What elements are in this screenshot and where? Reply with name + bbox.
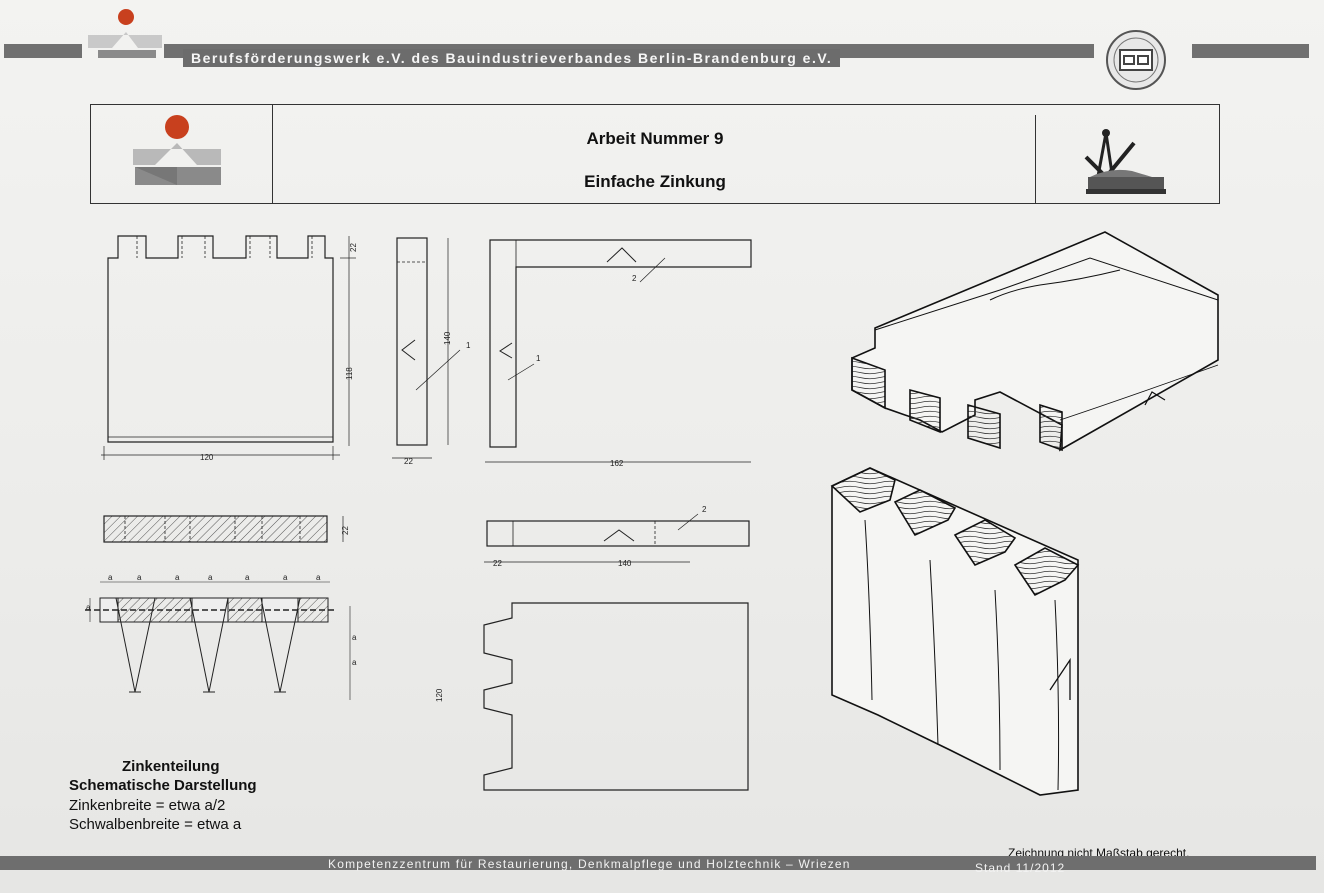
dim-front-width: 120 <box>200 453 214 462</box>
strip-view <box>484 513 750 563</box>
footer-stand: Stand 11/2012 <box>975 861 1066 875</box>
label-part-2a: 2 <box>632 274 637 283</box>
dim-side-height: 140 <box>443 331 452 345</box>
title-logo-cell <box>91 105 273 203</box>
footer-bar <box>0 856 1316 870</box>
dim-a-3: a <box>283 573 288 582</box>
dim-strip-length: 140 <box>618 559 632 568</box>
isometric-joint-top <box>851 231 1219 452</box>
isometric-joint-bottom <box>830 467 1080 796</box>
title-emblem-cell <box>1035 115 1219 203</box>
caption-line-1: Zinkenbreite = etwa a/2 <box>69 797 226 814</box>
company-logo-icon <box>133 115 221 185</box>
dim-a-1: a <box>137 573 142 582</box>
dim-side-thickness: 22 <box>404 457 413 466</box>
label-part-2b: 2 <box>702 505 707 514</box>
dim-a-half-2: a <box>175 573 180 582</box>
caption-title-1: Zinkenteilung <box>122 758 220 775</box>
organization-name: Berufsförderungswerk e.V. des Bauindustr… <box>183 49 841 67</box>
dim-front-height: 118 <box>345 367 354 380</box>
dim-a-right-1: a <box>352 633 357 642</box>
dim-a-left: a <box>86 603 91 612</box>
tail-board-view <box>483 602 749 791</box>
side-view <box>392 237 461 459</box>
caption-title-2: Schematische Darstellung <box>69 777 257 794</box>
dim-a-2: a <box>208 573 213 582</box>
pin-division-schematic <box>85 581 351 700</box>
title-name: Einfache Zinkung <box>584 172 726 191</box>
caption-line-2: Schwalbenbreite = etwa a <box>69 816 242 833</box>
label-part-1b: 1 <box>536 354 541 363</box>
dim-board-height: 120 <box>435 688 444 702</box>
dim-strip-thickness: 22 <box>341 526 350 535</box>
dim-a-half-1: a <box>108 573 113 582</box>
title-number: Arbeit Nummer 9 <box>586 129 724 148</box>
corner-view <box>485 239 752 463</box>
front-view <box>101 235 356 460</box>
dim-a-right-2: a <box>352 658 357 667</box>
dim-corner-length: 162 <box>610 459 624 468</box>
carpenter-emblem-icon <box>1084 129 1166 194</box>
title-block: Arbeit Nummer 9 Einfache Zinkung <box>90 104 1220 204</box>
dim-pin-depth: 22 <box>349 243 358 252</box>
label-part-1a: 1 <box>466 341 471 350</box>
hatched-strip <box>103 515 344 543</box>
dim-a-half-4: a <box>316 573 321 582</box>
footer-institute: Kompetenzzentrum für Restaurierung, Denk… <box>328 857 851 871</box>
dim-strip-left: 22 <box>493 559 502 568</box>
dim-a-half-3: a <box>245 573 250 582</box>
